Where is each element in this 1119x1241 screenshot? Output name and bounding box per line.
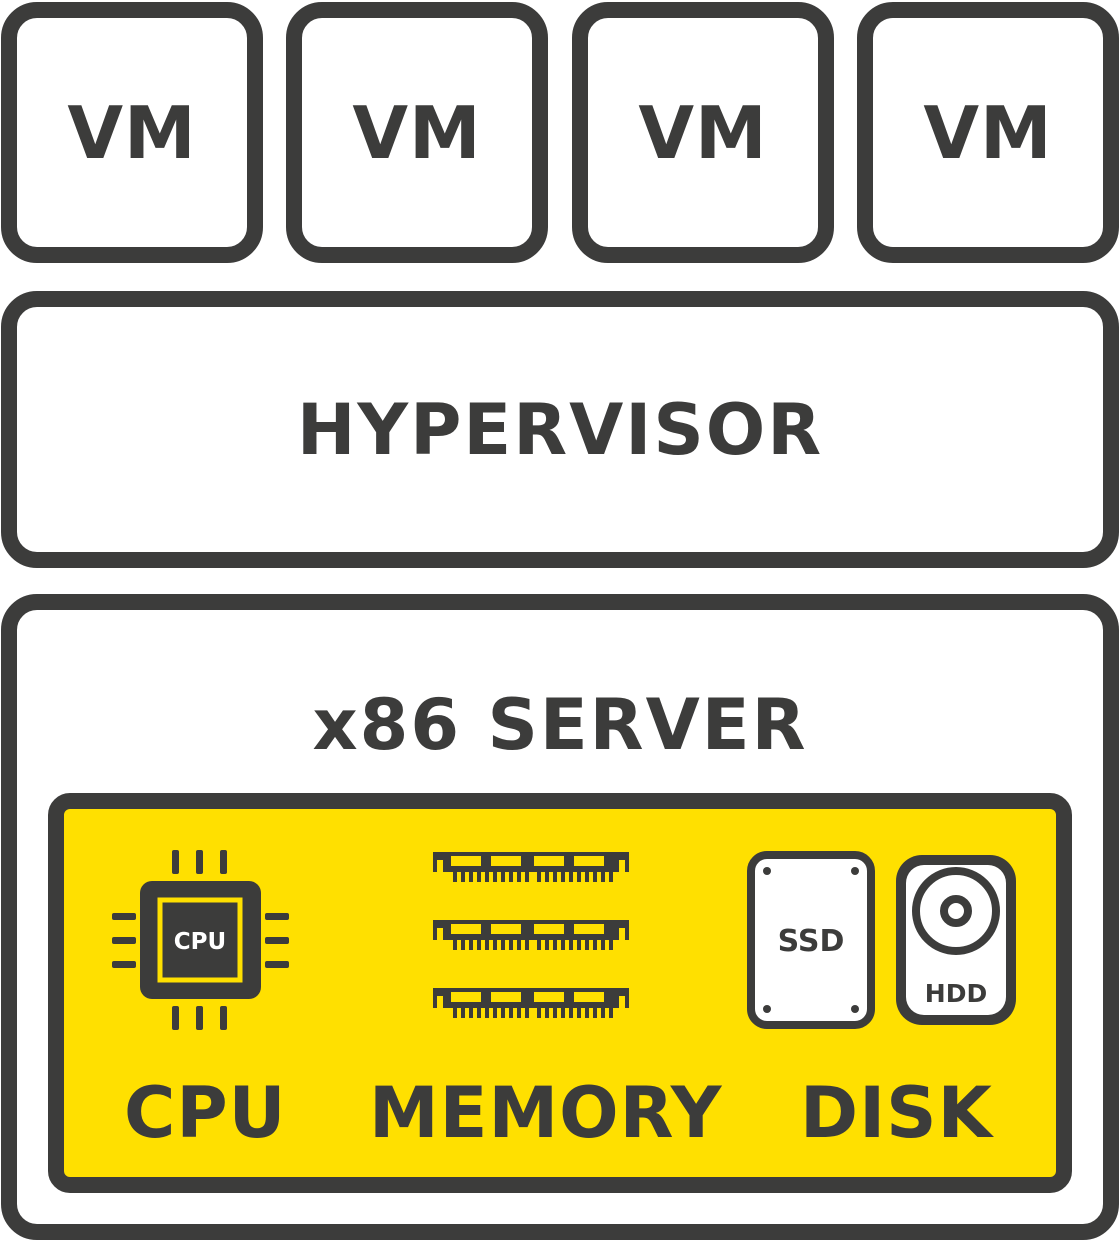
hypervisor-label: HYPERVISOR	[296, 388, 824, 471]
memory-modules-icon	[433, 852, 629, 1018]
cpu-chip-icon: CPU	[112, 850, 289, 1030]
cpu-label: CPU	[124, 1072, 287, 1154]
vm-box-1: VM	[1, 2, 263, 263]
ssd-icon: SSD	[747, 851, 875, 1029]
vm-label: VM	[638, 90, 768, 175]
hdd-text: HDD	[925, 979, 987, 1008]
cpu-chip-text: CPU	[174, 929, 226, 955]
vm-label: VM	[67, 90, 197, 175]
memory-module-3	[433, 988, 629, 1018]
server-label: x86 SERVER	[312, 684, 808, 766]
memory-label: MEMORY	[369, 1072, 723, 1154]
hypervisor-box: HYPERVISOR	[1, 291, 1119, 568]
vm-label: VM	[923, 90, 1053, 175]
vm-label: VM	[352, 90, 482, 175]
vm-box-2: VM	[286, 2, 548, 263]
disk-label: DISK	[800, 1072, 993, 1154]
vm-box-3: VM	[572, 2, 834, 263]
memory-module-1	[433, 852, 629, 882]
hdd-icon: HDD	[896, 855, 1016, 1025]
memory-module-2	[433, 920, 629, 950]
vm-box-4: VM	[857, 2, 1119, 263]
ssd-text: SSD	[778, 924, 845, 959]
